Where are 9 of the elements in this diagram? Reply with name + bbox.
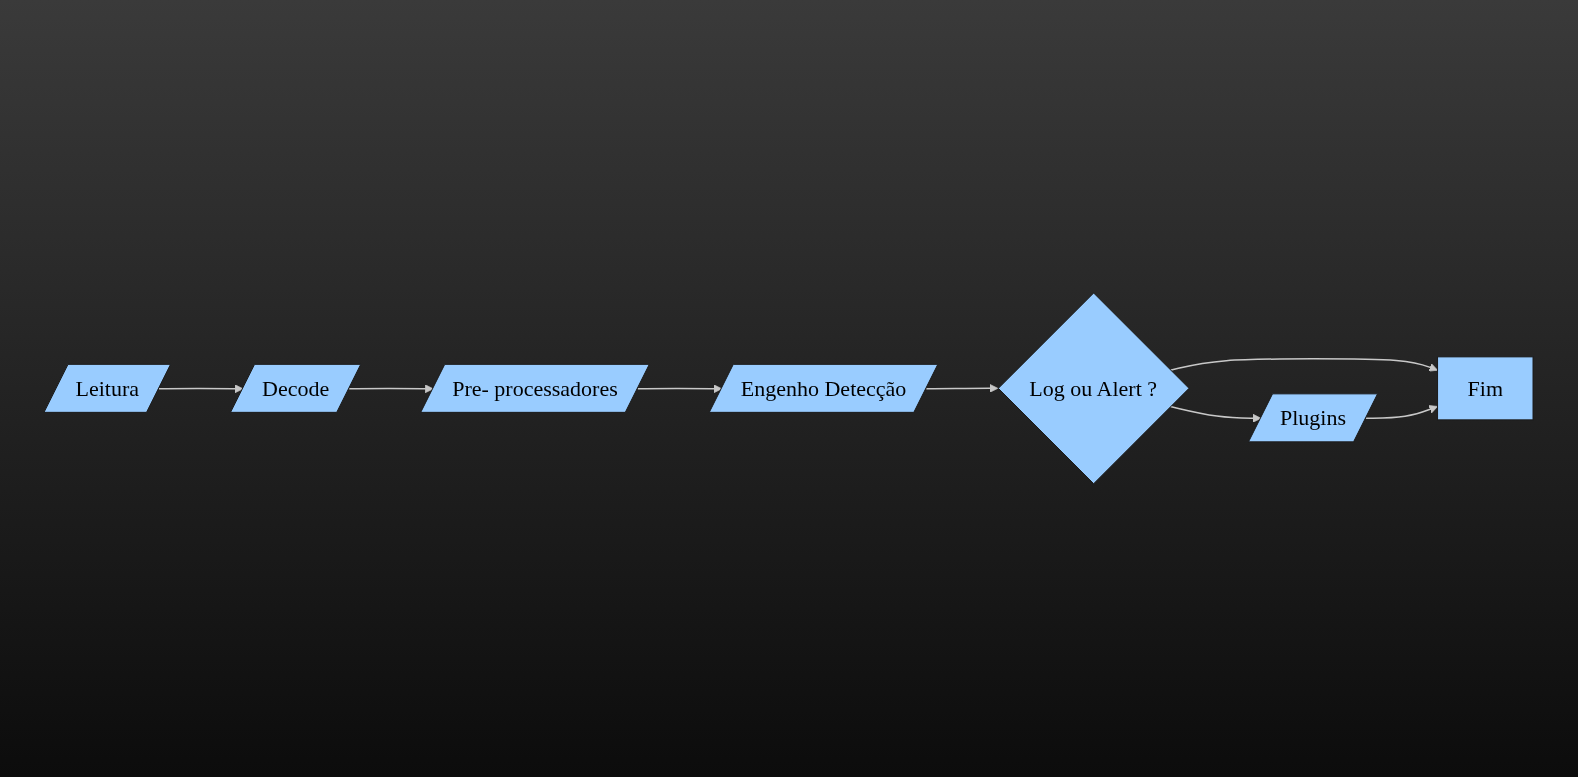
arrow	[158, 384, 244, 394]
arrow	[1170, 405, 1262, 423]
arrow	[1365, 405, 1439, 420]
arrow	[637, 384, 723, 394]
arrow	[348, 384, 435, 394]
node-box: Fim	[1437, 356, 1534, 421]
arrow	[1170, 358, 1439, 372]
node-diamond: Log ou Alert ?	[998, 292, 1190, 485]
arrow	[926, 384, 999, 393]
